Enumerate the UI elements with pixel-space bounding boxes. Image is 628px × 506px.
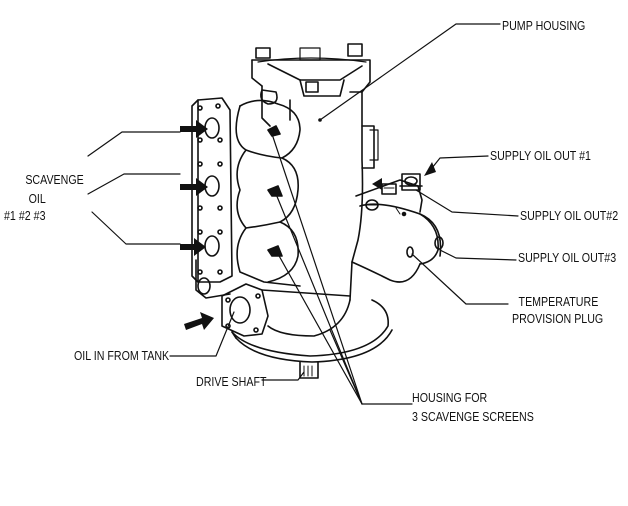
- tank-inlet-arrow: [184, 312, 214, 330]
- label-oil-in-from-tank: OIL IN FROM TANK: [74, 348, 170, 363]
- label-housing-for-scavenge-screens: HOUSING FOR 3 SCAVENGE SCREENS: [412, 390, 534, 424]
- scavenge-arrow-2: [180, 178, 208, 196]
- label-supply-oil-out-1: SUPPLY OIL OUT #1: [490, 148, 591, 163]
- drive-shaft: [299, 361, 319, 379]
- supply-port-assembly: [351, 173, 444, 283]
- label-pump-housing: PUMP HOUSING: [502, 18, 586, 33]
- label-supply-oil-out-3: SUPPLY OIL OUT#3: [518, 250, 617, 265]
- label-temperature-provision-plug: TEMPERATURE PROVISION PLUG: [512, 294, 604, 326]
- label-scavenge-oil: SCAVENGE OIL #1 #2 #3: [4, 172, 84, 223]
- scavenge-arrows: [180, 120, 436, 330]
- label-drive-shaft: DRIVE SHAFT: [196, 374, 267, 389]
- tank-inlet-port: [221, 283, 351, 337]
- scavenge-arrow-3: [180, 238, 206, 256]
- label-supply-oil-out-2: SUPPLY OIL OUT#2: [520, 208, 619, 223]
- base-flange: [231, 299, 393, 363]
- supply-arrow-1: [424, 162, 436, 176]
- scavenge-screen-housing: [235, 99, 301, 287]
- scavenge-inlet-flange: [191, 97, 233, 299]
- scavenge-arrow-1: [180, 120, 208, 138]
- leader-lines: [87, 23, 519, 405]
- supply-arrow-small: [372, 178, 382, 190]
